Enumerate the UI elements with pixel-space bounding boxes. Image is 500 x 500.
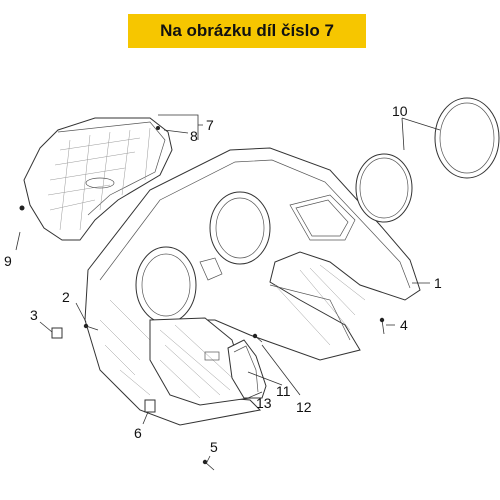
callout-4: 4 [400, 317, 408, 333]
lower-insert [149, 317, 251, 406]
title-banner: Na obrázku díl číslo 7 [128, 14, 366, 48]
clip-6 [144, 399, 156, 413]
trim-rings [355, 97, 500, 223]
callout-5: 5 [210, 439, 218, 455]
callout-13: 13 [256, 395, 272, 411]
dashboard-cover [84, 147, 421, 426]
callouts: 1 2 3 4 5 6 7 8 9 10 11 12 13 [4, 103, 442, 455]
callout-3: 3 [30, 307, 38, 323]
callout-2: 2 [62, 289, 70, 305]
callout-10: 10 [392, 103, 408, 119]
callout-1: 1 [434, 275, 442, 291]
callout-6: 6 [134, 425, 142, 441]
screw-4 [379, 317, 385, 335]
callout-7: 7 [206, 117, 214, 133]
callout-12: 12 [296, 399, 312, 415]
fasteners [51, 317, 385, 471]
screw-2 [83, 323, 99, 331]
callout-8: 8 [190, 128, 198, 144]
screw-12 [252, 333, 263, 343]
clip-3 [51, 327, 63, 339]
callout-11: 11 [276, 383, 291, 399]
callout-9: 9 [4, 253, 12, 269]
leader-lines [15, 114, 441, 465]
screw-5 [202, 459, 215, 471]
banner-text: Na obrázku díl číslo 7 [160, 21, 334, 40]
instrument-cluster [19, 117, 173, 241]
small-lid [227, 339, 267, 399]
